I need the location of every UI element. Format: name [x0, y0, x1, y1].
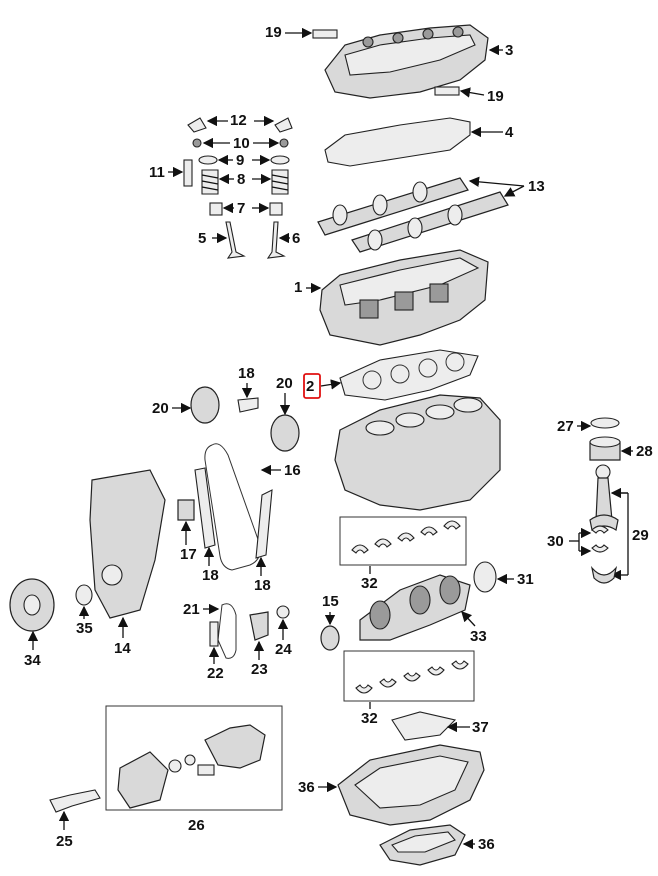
piston[interactable]	[589, 436, 621, 461]
callout-22: 22	[207, 665, 224, 682]
main-bearing-upper[interactable]	[351, 520, 461, 554]
callout-2: 2	[306, 378, 314, 395]
callout-10: 10	[233, 135, 250, 152]
callout-28: 28	[636, 443, 653, 460]
callout-11: 11	[149, 164, 165, 181]
upper-oil-pan[interactable]	[337, 744, 485, 826]
front-crankshaft-seal[interactable]	[75, 584, 93, 606]
oil-pan-baffle[interactable]	[391, 711, 457, 741]
valve-cover-gasket[interactable]	[324, 117, 471, 167]
callout-23: 23	[251, 661, 268, 678]
callout-16: 16	[284, 462, 301, 479]
callout-4: 4	[505, 124, 514, 141]
camshaft[interactable]	[317, 177, 509, 253]
callout-20: 20	[152, 400, 169, 417]
callout-31: 31	[517, 571, 534, 588]
rear-main-seal[interactable]	[473, 561, 497, 593]
callout-32: 32	[361, 710, 378, 727]
callout-36: 36	[298, 779, 315, 796]
callout-26: 26	[188, 817, 205, 834]
valve-keeper[interactable]	[192, 138, 289, 148]
callout-21: 21	[183, 601, 200, 618]
callout-30: 30	[547, 533, 564, 550]
oil-pump-chain-tensioner[interactable]	[249, 611, 269, 641]
crankshaft-sprocket[interactable]	[320, 625, 340, 651]
callout-37: 37	[472, 719, 489, 736]
callout-24: 24	[275, 641, 292, 658]
callout-29: 29	[632, 527, 649, 544]
oil-pickup-tube[interactable]	[49, 789, 101, 813]
cylinder-head-gasket[interactable]	[339, 349, 479, 401]
callout-9: 9	[236, 152, 244, 169]
callout-15: 15	[322, 593, 339, 610]
callout-17: 17	[180, 546, 197, 563]
oil-pump-sprocket[interactable]	[276, 605, 290, 619]
callout-35: 35	[76, 620, 93, 637]
oil-pump-kit-box	[105, 705, 283, 811]
callout-6: 6	[292, 230, 300, 247]
callout-32: 32	[361, 575, 378, 592]
crankshaft[interactable]	[359, 574, 471, 641]
engine-block[interactable]	[334, 394, 501, 511]
callout-36: 36	[478, 836, 495, 853]
callout-33: 33	[470, 628, 487, 645]
valve-cover[interactable]	[324, 24, 489, 99]
callout-12: 12	[230, 112, 247, 129]
callout-13: 13	[528, 178, 545, 195]
callout-5: 5	[198, 230, 206, 247]
callout-27: 27	[557, 418, 574, 435]
callout-20: 20	[276, 375, 293, 392]
timing-cover[interactable]	[89, 469, 166, 619]
callout-19: 19	[487, 88, 504, 105]
oil-pump-chain-guide[interactable]	[209, 621, 219, 647]
timing-chain-tensioner[interactable]	[177, 499, 195, 521]
connecting-rod[interactable]	[589, 464, 619, 531]
connecting-rod-bearing[interactable]	[591, 525, 609, 553]
crankshaft-pulley[interactable]	[9, 578, 55, 632]
callout-2-highlight-box	[303, 373, 321, 399]
main-bearing-lower[interactable]	[355, 660, 469, 694]
valve-spring-retainer[interactable]	[198, 155, 290, 165]
callout-7: 7	[237, 200, 245, 217]
valve-spring[interactable]	[201, 169, 289, 195]
camshaft-actuator[interactable]	[190, 386, 300, 452]
valve-cover-bolt[interactable]	[312, 29, 460, 96]
valve-seal[interactable]	[209, 202, 283, 216]
cylinder-head[interactable]	[319, 249, 489, 346]
callout-8: 8	[237, 171, 245, 188]
oil-pump[interactable]	[117, 724, 266, 809]
callout-14: 14	[114, 640, 131, 657]
lash-adjuster[interactable]	[183, 159, 193, 187]
connecting-rod-cap[interactable]	[590, 565, 618, 584]
callout-18: 18	[254, 577, 271, 594]
callout-1: 1	[294, 279, 302, 296]
callout-18: 18	[202, 567, 219, 584]
rocker-arm[interactable]	[187, 117, 293, 133]
callout-25: 25	[56, 833, 73, 850]
intake-valve[interactable]	[225, 221, 246, 259]
lower-oil-pan[interactable]	[379, 824, 466, 866]
piston-rings[interactable]	[590, 417, 620, 429]
timing-chain-tensioner-guide[interactable]	[194, 467, 273, 559]
oil-pump-chain[interactable]	[217, 603, 237, 659]
exhaust-valve[interactable]	[266, 221, 286, 259]
callout-34: 34	[24, 652, 41, 669]
timing-chain-guide-upper[interactable]	[237, 397, 259, 413]
lower-main-bearing-box	[343, 650, 475, 702]
timing-chain[interactable]	[204, 443, 261, 571]
upper-main-bearing-box	[339, 516, 467, 566]
callout-3: 3	[505, 42, 513, 59]
callout-19: 19	[265, 24, 282, 41]
callout-18: 18	[238, 365, 255, 382]
